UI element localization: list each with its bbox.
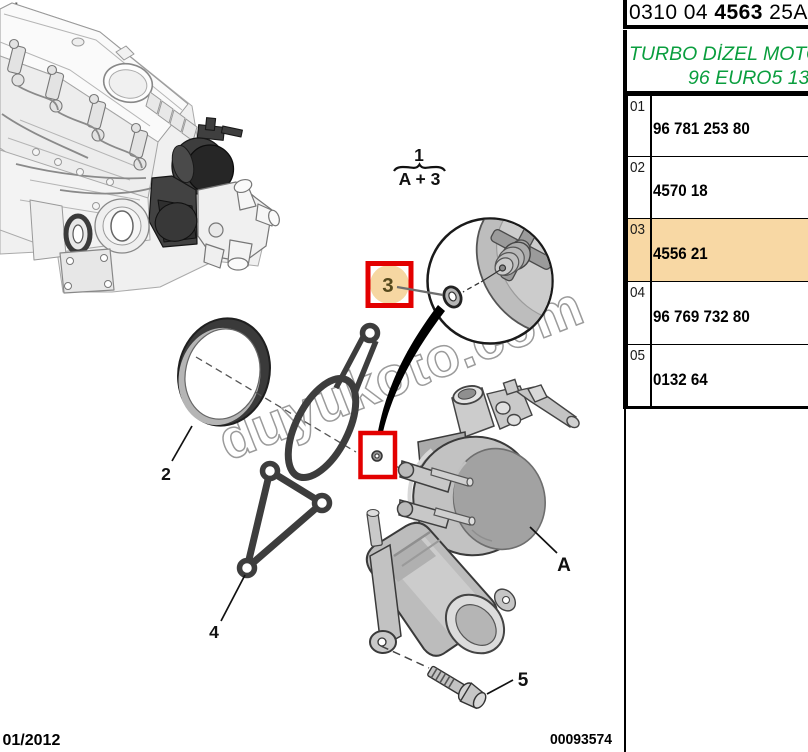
svg-text:2: 2 — [161, 464, 171, 484]
svg-text:1: 1 — [414, 145, 424, 165]
svg-text:5: 5 — [518, 670, 529, 691]
svg-text:4: 4 — [209, 622, 219, 642]
svg-text:A + 3: A + 3 — [399, 169, 441, 189]
svg-text:3: 3 — [382, 274, 393, 297]
svg-text:A: A — [557, 555, 571, 576]
